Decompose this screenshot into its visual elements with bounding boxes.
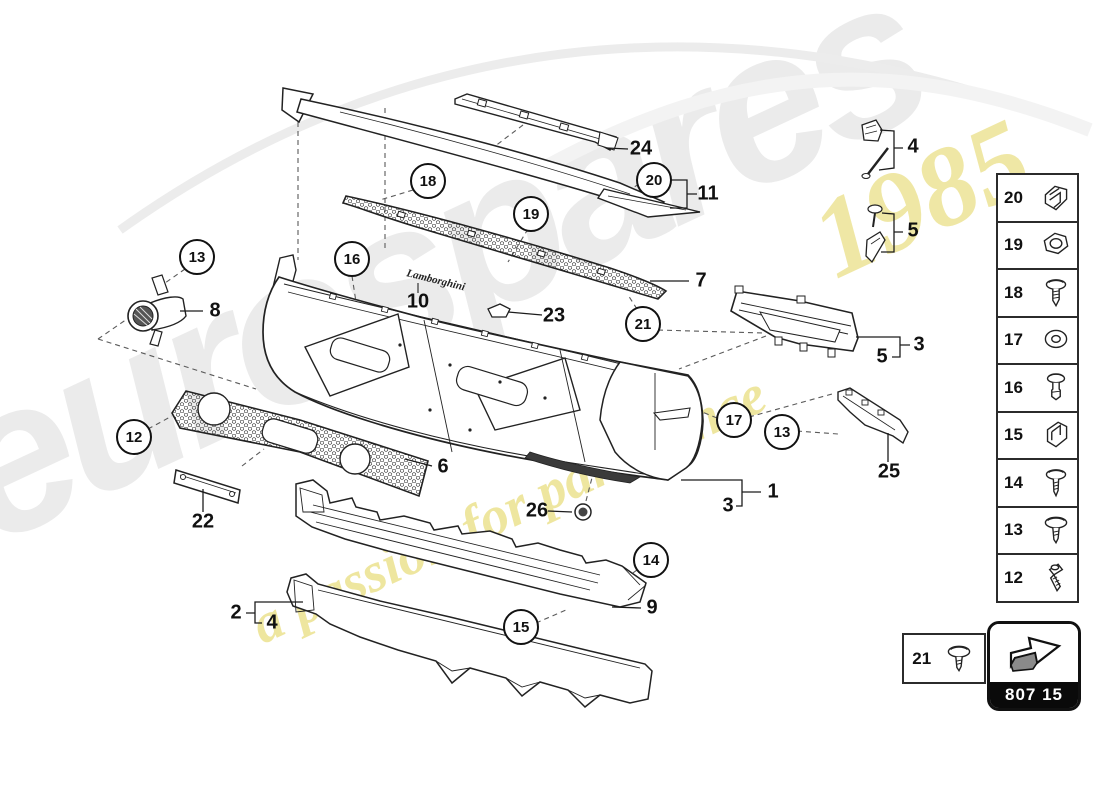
- fastener-set-5: [865, 204, 886, 264]
- legend-item-17: 17: [998, 315, 1077, 363]
- hex-nut-icon: [1043, 232, 1069, 255]
- plate-bracket: [173, 469, 241, 504]
- legend-item-21: 21: [902, 633, 986, 684]
- impact-absorber: [295, 479, 647, 608]
- part-label-9: 9: [646, 596, 658, 619]
- part-label-11: 11: [697, 182, 719, 205]
- callout-circle-19: 19: [513, 196, 549, 232]
- part-label-26: 26: [525, 499, 549, 522]
- callout-circle-13a: 13: [179, 239, 215, 275]
- fixing-clip: [487, 303, 511, 318]
- part-label-6: 6: [437, 455, 449, 478]
- clip-icon: [1044, 185, 1068, 211]
- legend-item-15: 15: [998, 410, 1077, 458]
- part-label-3b: 3: [722, 494, 734, 517]
- parking-sensor: [574, 503, 592, 521]
- upper-mesh-grille: [341, 195, 668, 300]
- callout-circle-18: 18: [410, 163, 446, 199]
- washer-icon: [1044, 330, 1068, 349]
- washer-screw-icon: [1045, 278, 1067, 307]
- diffuser: [286, 573, 653, 709]
- washer-screw-icon: [1045, 468, 1067, 498]
- part-label-25: 25: [877, 460, 901, 483]
- legend-item-12: 12: [998, 553, 1077, 601]
- leader-lines: [180, 129, 910, 624]
- fastener-set-4: [861, 119, 889, 180]
- part-label-2: 2: [230, 601, 242, 624]
- spoiler-bracket-strip: [454, 93, 619, 151]
- next-page-arrow-icon: [1009, 636, 1062, 672]
- callout-circle-12: 12: [116, 419, 152, 455]
- legend-item-13: 13: [998, 505, 1077, 553]
- part-label-23: 23: [542, 304, 566, 327]
- fastener-legend: 20 19 18: [996, 173, 1079, 603]
- part-label-8: 8: [209, 299, 221, 322]
- callout-circle-13b: 13: [764, 414, 800, 450]
- callout-circle-16: 16: [334, 241, 370, 277]
- front-spoiler-lip: [281, 87, 701, 218]
- arrow-area: [990, 624, 1078, 682]
- callout-circle-21: 21: [625, 306, 661, 342]
- legend-item-18: 18: [998, 268, 1077, 316]
- part-label-10: 10: [406, 290, 430, 313]
- legend-item-20: 20: [998, 175, 1077, 221]
- callout-circle-17: 17: [716, 402, 752, 438]
- u-clip-icon: [1046, 421, 1068, 448]
- legend-item-14: 14: [998, 458, 1077, 506]
- legend-item-19: 19: [998, 220, 1077, 268]
- socket-bolt-icon: [1048, 563, 1064, 592]
- side-support-bracket: [837, 387, 909, 445]
- horn-actuator: [127, 274, 187, 347]
- bumper-cover: [262, 254, 704, 484]
- part-label-5b: 5: [907, 219, 919, 242]
- part-label-1: 1: [767, 480, 779, 503]
- callout-circle-15: 15: [503, 609, 539, 645]
- shoulder-screw-icon: [1046, 372, 1066, 401]
- part-label-4b: 4: [266, 611, 278, 634]
- flange-screw-icon: [947, 645, 970, 672]
- part-label-4a: 4: [907, 135, 919, 158]
- callout-circle-20: 20: [636, 162, 672, 198]
- legend-item-16: 16: [998, 363, 1077, 411]
- side-grille: [730, 285, 859, 358]
- part-label-7: 7: [695, 269, 707, 292]
- flange-screw-icon: [1044, 516, 1068, 545]
- lower-mesh-grille: [171, 390, 429, 498]
- part-label-3a: 3: [913, 333, 925, 356]
- part-label-24: 24: [629, 137, 653, 160]
- page-code: 807 15: [990, 682, 1078, 708]
- part-label-22: 22: [191, 510, 215, 533]
- part-label-5a: 5: [876, 345, 888, 368]
- page-reference-box[interactable]: 807 15: [987, 621, 1081, 711]
- callout-circle-14: 14: [633, 542, 669, 578]
